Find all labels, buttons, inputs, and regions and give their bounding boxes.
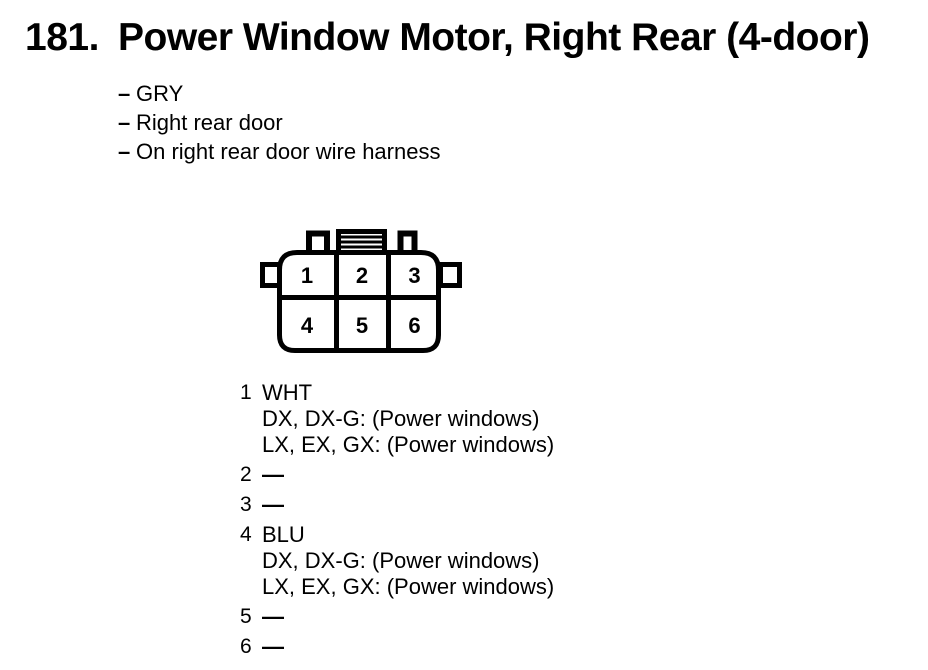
note-item: – GRY (118, 79, 440, 108)
pin-entry-3: 3 — (240, 492, 554, 518)
cavity-number-6: 6 (408, 313, 420, 338)
pin-number: 5 (240, 605, 252, 628)
pin-number: 6 (240, 635, 252, 658)
pin-description: — (262, 492, 554, 518)
pin-description: — (262, 634, 554, 660)
pin-number: 4 (240, 523, 252, 546)
cavity-number-5: 5 (356, 313, 368, 338)
pin-wire-color: BLU (262, 522, 305, 547)
cavity-number-2: 2 (356, 263, 368, 288)
cavity-number-4: 4 (301, 313, 314, 338)
mounting-ear-right-icon (438, 262, 462, 288)
section-number: 181. (25, 16, 99, 59)
pin-number: 3 (240, 493, 252, 516)
pin-trim-note: DX, DX-G: (Power windows) (262, 548, 540, 573)
note-text: On right rear door wire harness (136, 139, 441, 164)
pin-wire-color: WHT (262, 380, 313, 405)
cavity-number-3: 3 (408, 263, 420, 288)
guide-tab-left-icon (306, 230, 330, 252)
note-dash: – (118, 110, 131, 135)
guide-tab-right-icon (397, 230, 418, 252)
pin-description: BLU DX, DX-G: (Power windows) LX, EX, GX… (262, 522, 554, 600)
pin-entry-5: 5 — (240, 604, 554, 630)
pin-not-used-dash: — (262, 634, 284, 659)
pin-list: 1 WHT DX, DX-G: (Power windows) LX, EX, … (240, 380, 554, 664)
pin-description: WHT DX, DX-G: (Power windows) LX, EX, GX… (262, 380, 554, 458)
page-title: Power Window Motor, Right Rear (4-door) (118, 16, 870, 59)
pin-description: — (262, 462, 554, 488)
note-item: – Right rear door (118, 108, 440, 137)
pin-not-used-dash: — (262, 492, 284, 517)
cavity-number-1: 1 (301, 263, 313, 288)
pin-number: 1 (240, 381, 252, 404)
note-list: – GRY – Right rear door – On right rear … (118, 79, 440, 166)
connector-body (277, 250, 441, 353)
pin-entry-4: 4 BLU DX, DX-G: (Power windows) LX, EX, … (240, 522, 554, 600)
note-dash: – (118, 81, 131, 106)
note-dash: – (118, 139, 131, 164)
page-title-row: 181. Power Window Motor, Right Rear (4-d… (25, 16, 870, 60)
connector-diagram: 1 2 3 4 5 6 (252, 222, 478, 360)
mounting-ear-left-icon (260, 262, 282, 288)
note-text: Right rear door (136, 110, 283, 135)
pin-description: — (262, 604, 554, 630)
pin-entry-2: 2 — (240, 462, 554, 488)
pin-trim-note: DX, DX-G: (Power windows) (262, 406, 540, 431)
pin-trim-note: LX, EX, GX: (Power windows) (262, 574, 555, 599)
note-item: – On right rear door wire harness (118, 137, 440, 166)
note-text: GRY (136, 81, 184, 106)
pin-number: 2 (240, 463, 252, 486)
pin-not-used-dash: — (262, 462, 284, 487)
pin-trim-note: LX, EX, GX: (Power windows) (262, 432, 555, 457)
pin-entry-6: 6 — (240, 634, 554, 660)
pin-entry-1: 1 WHT DX, DX-G: (Power windows) LX, EX, … (240, 380, 554, 458)
connector-drawing-icon: 1 2 3 4 5 6 (260, 229, 462, 353)
pin-not-used-dash: — (262, 604, 284, 629)
